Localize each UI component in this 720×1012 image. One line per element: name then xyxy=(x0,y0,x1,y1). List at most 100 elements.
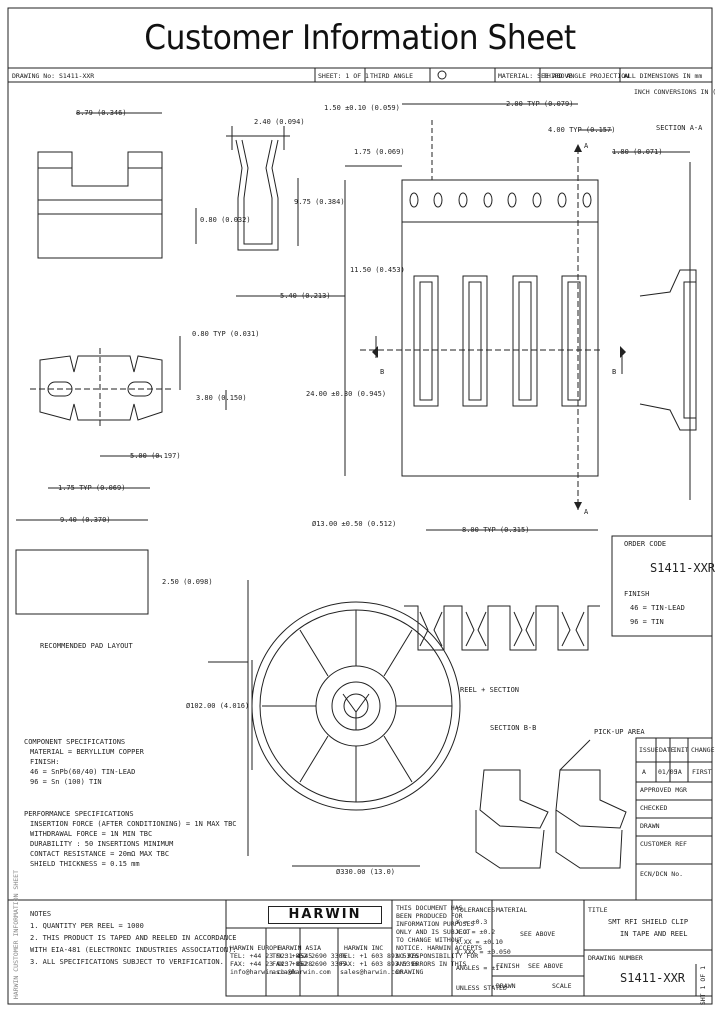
rev-header: DATE xyxy=(659,746,675,754)
section-marker-a-bottom: A xyxy=(584,508,589,516)
projection-label: THIRD ANGLE PROJECTION xyxy=(543,72,630,80)
note-line: 3. ALL SPECIFICATIONS SUBJECT TO VERIFIC… xyxy=(30,958,224,966)
disclaimer-line: TO CHANGE WITHOUT xyxy=(396,936,463,944)
drawn-by-label: DRAWN xyxy=(640,822,660,830)
rev-header: INIT xyxy=(673,746,689,754)
dim-pad-height: 2.50 (0.098) xyxy=(162,578,213,586)
dim-hole-dia: 1.50 ±0.10 (0.059) xyxy=(324,104,400,112)
harwin-logo: HARWIN xyxy=(268,906,382,924)
title-value: SMT RFI SHIELD CLIP xyxy=(608,918,689,926)
reel-section-label: REEL + SECTION xyxy=(460,686,520,694)
section-marker-b-right: B xyxy=(612,368,617,376)
part-label: DRAWING NUMBER xyxy=(588,954,643,962)
customer-ref-label: CUSTOMER REF xyxy=(640,840,687,848)
finish-label: FINISH xyxy=(496,962,520,970)
scale-label: SCALE xyxy=(552,982,572,990)
disclaimer-line: ONLY AND IS SUBJECT xyxy=(396,928,471,936)
rev-cell: JA xyxy=(674,768,682,776)
section-marker-b-left: B xyxy=(380,368,385,376)
rev-cell: A xyxy=(642,768,646,776)
material-value: SEE ABOVE xyxy=(520,930,556,938)
dim-pocket-width: 5.40 (0.213) xyxy=(280,292,331,300)
spec-line: WITHDRAWAL FORCE = 1N MIN TBC xyxy=(30,830,153,838)
contact-asia: FAX: +852 2690 3305 xyxy=(272,960,347,968)
disclaimer-line: NO RESPONSIBILITY FOR xyxy=(396,952,479,960)
rev-header: ISSUE xyxy=(639,746,659,754)
dim-pocket-pitch: 4.00 TYP (0.157) xyxy=(548,126,616,134)
contact-asia: HARWIN ASIA xyxy=(278,944,322,952)
material-label: MATERIAL xyxy=(496,906,528,914)
finish-title: FINISH xyxy=(624,590,650,598)
disclaimer-line: THIS DOCUMENT HAS xyxy=(396,904,463,912)
spec-line: 96 = Sn (100) TIN xyxy=(30,778,102,786)
units-label: ALL DIMENSIONS IN mm xyxy=(624,72,703,80)
contact-asia: TEL: +852 2690 3306 xyxy=(272,952,347,960)
tolerance-line: UNLESS STATED xyxy=(456,984,507,992)
finish-46: 46 = TIN-LEAD xyxy=(630,604,685,612)
page-title: Customer Information Sheet xyxy=(144,18,576,58)
contact-inc: TEL: +1 603 893 5376 xyxy=(340,952,419,960)
dim-tape-pitch: 8.00 TYP (0.315) xyxy=(462,526,530,534)
rev-cell: FIRST xyxy=(692,768,712,776)
dim-bottom-length: 5.00 (0.197) xyxy=(130,452,181,460)
contact-inc: sales@harwin.com xyxy=(340,968,403,976)
rev-cell: 01/05 xyxy=(658,768,678,776)
material-header: MATERIAL: SEE ABOVE xyxy=(498,72,573,80)
ecn-label: ECN/DCN No. xyxy=(640,870,684,878)
dim-tape-width: 24.00 ±0.30 (0.945) xyxy=(306,390,387,398)
drawing-number-label: DRAWING No: S1411-XXR xyxy=(12,72,95,80)
title-label: TITLE xyxy=(588,906,608,914)
disclaimer-line: BEEN PRODUCED FOR xyxy=(396,912,463,920)
spec-line: PERFORMANCE SPECIFICATIONS xyxy=(24,810,134,818)
title-value-2: IN TAPE AND REEL xyxy=(620,930,688,938)
tolerance-line: TOLERANCES xyxy=(456,906,496,914)
tolerance-line: X.X = ±0.2 xyxy=(456,928,496,936)
dim-side-left: 0.80 (0.032) xyxy=(200,216,251,224)
dim-reel-inner: Ø102.00 (4.016) xyxy=(186,702,250,710)
pad-layout-label: RECOMMENDED PAD LAYOUT xyxy=(40,642,133,650)
tolerance-line: X.XX = ±0.10 xyxy=(456,938,503,946)
drawn-label: DRAWN xyxy=(496,982,516,990)
contact-europe: TEL: +44 23 9231 4545 xyxy=(230,952,313,960)
spec-line: MATERIAL = BERYLLIUM COPPER xyxy=(30,748,144,756)
contact-europe: HARWIN EUROPE xyxy=(230,944,281,952)
dim-top-gap: 2.40 (0.094) xyxy=(254,118,305,126)
section-aa-label: SECTION A-A xyxy=(656,124,703,132)
disclaimer-line: NOTICE. HARWIN ACCEPTS xyxy=(396,944,483,952)
disclaimer-line: INFORMATION PURPOSES xyxy=(396,920,475,928)
spec-line: FINISH: xyxy=(30,758,60,766)
spec-line: COMPONENT SPECIFICATIONS xyxy=(24,738,126,746)
dim-hole-pitch: 2.00 TYP (0.079) xyxy=(506,100,574,108)
dim-edge: 1.75 (0.069) xyxy=(354,148,405,156)
tolerance-line: ANGLES = ±1° xyxy=(456,964,503,972)
note-line: NOTES xyxy=(30,910,52,918)
section-bb-label: SECTION B-B xyxy=(490,724,537,732)
spec-line: SHIELD THICKNESS = 0.15 mm xyxy=(30,860,140,868)
order-code-title: ORDER CODE xyxy=(624,540,667,548)
dim-section-depth: 1.80 (0.071) xyxy=(612,148,663,156)
checked-label: CHECKED xyxy=(640,804,668,812)
dim-side-right: 9.75 (0.384) xyxy=(294,198,345,206)
dim-tab: 0.80 TYP (0.031) xyxy=(192,330,260,338)
contact-inc: FAX: +1 603 893 5396 xyxy=(340,960,419,968)
approved-label: APPROVED MGR xyxy=(640,786,687,794)
contact-asia: asia@harwin.com xyxy=(272,968,331,976)
dim-width: 8.79 (0.346) xyxy=(76,109,127,117)
spec-line: CONTACT RESISTANCE = 20mΩ MAX TBC xyxy=(30,850,170,858)
disclaimer-line: DRAWING xyxy=(396,968,424,976)
dim-reel-outer: Ø330.00 (13.0) xyxy=(336,868,396,876)
dim-pitch-typ: 1.75 TYP (0.069) xyxy=(58,484,126,492)
dim-bottom-height: 3.80 (0.150) xyxy=(196,394,247,402)
note-line: 2. THIS PRODUCT IS TAPED AND REELED IN A… xyxy=(30,934,237,942)
tolerance-line: X = ±0.3 xyxy=(456,918,488,926)
note-line: 1. QUANTITY PER REEL = 1000 xyxy=(30,922,144,930)
spec-line: 46 = SnPb(60/40) TIN-LEAD xyxy=(30,768,136,776)
section-marker-a-top: A xyxy=(584,142,589,150)
finish-value: SEE ABOVE xyxy=(528,962,564,970)
part-number: S1411-XXR xyxy=(620,971,686,985)
note-line: WITH EIA-481 (ELECTRONIC INDUSTRIES ASSO… xyxy=(30,946,237,954)
finish-96: 96 = TIN xyxy=(630,618,664,626)
spec-line: INSERTION FORCE (AFTER CONDITIONING) = 1… xyxy=(30,820,237,828)
